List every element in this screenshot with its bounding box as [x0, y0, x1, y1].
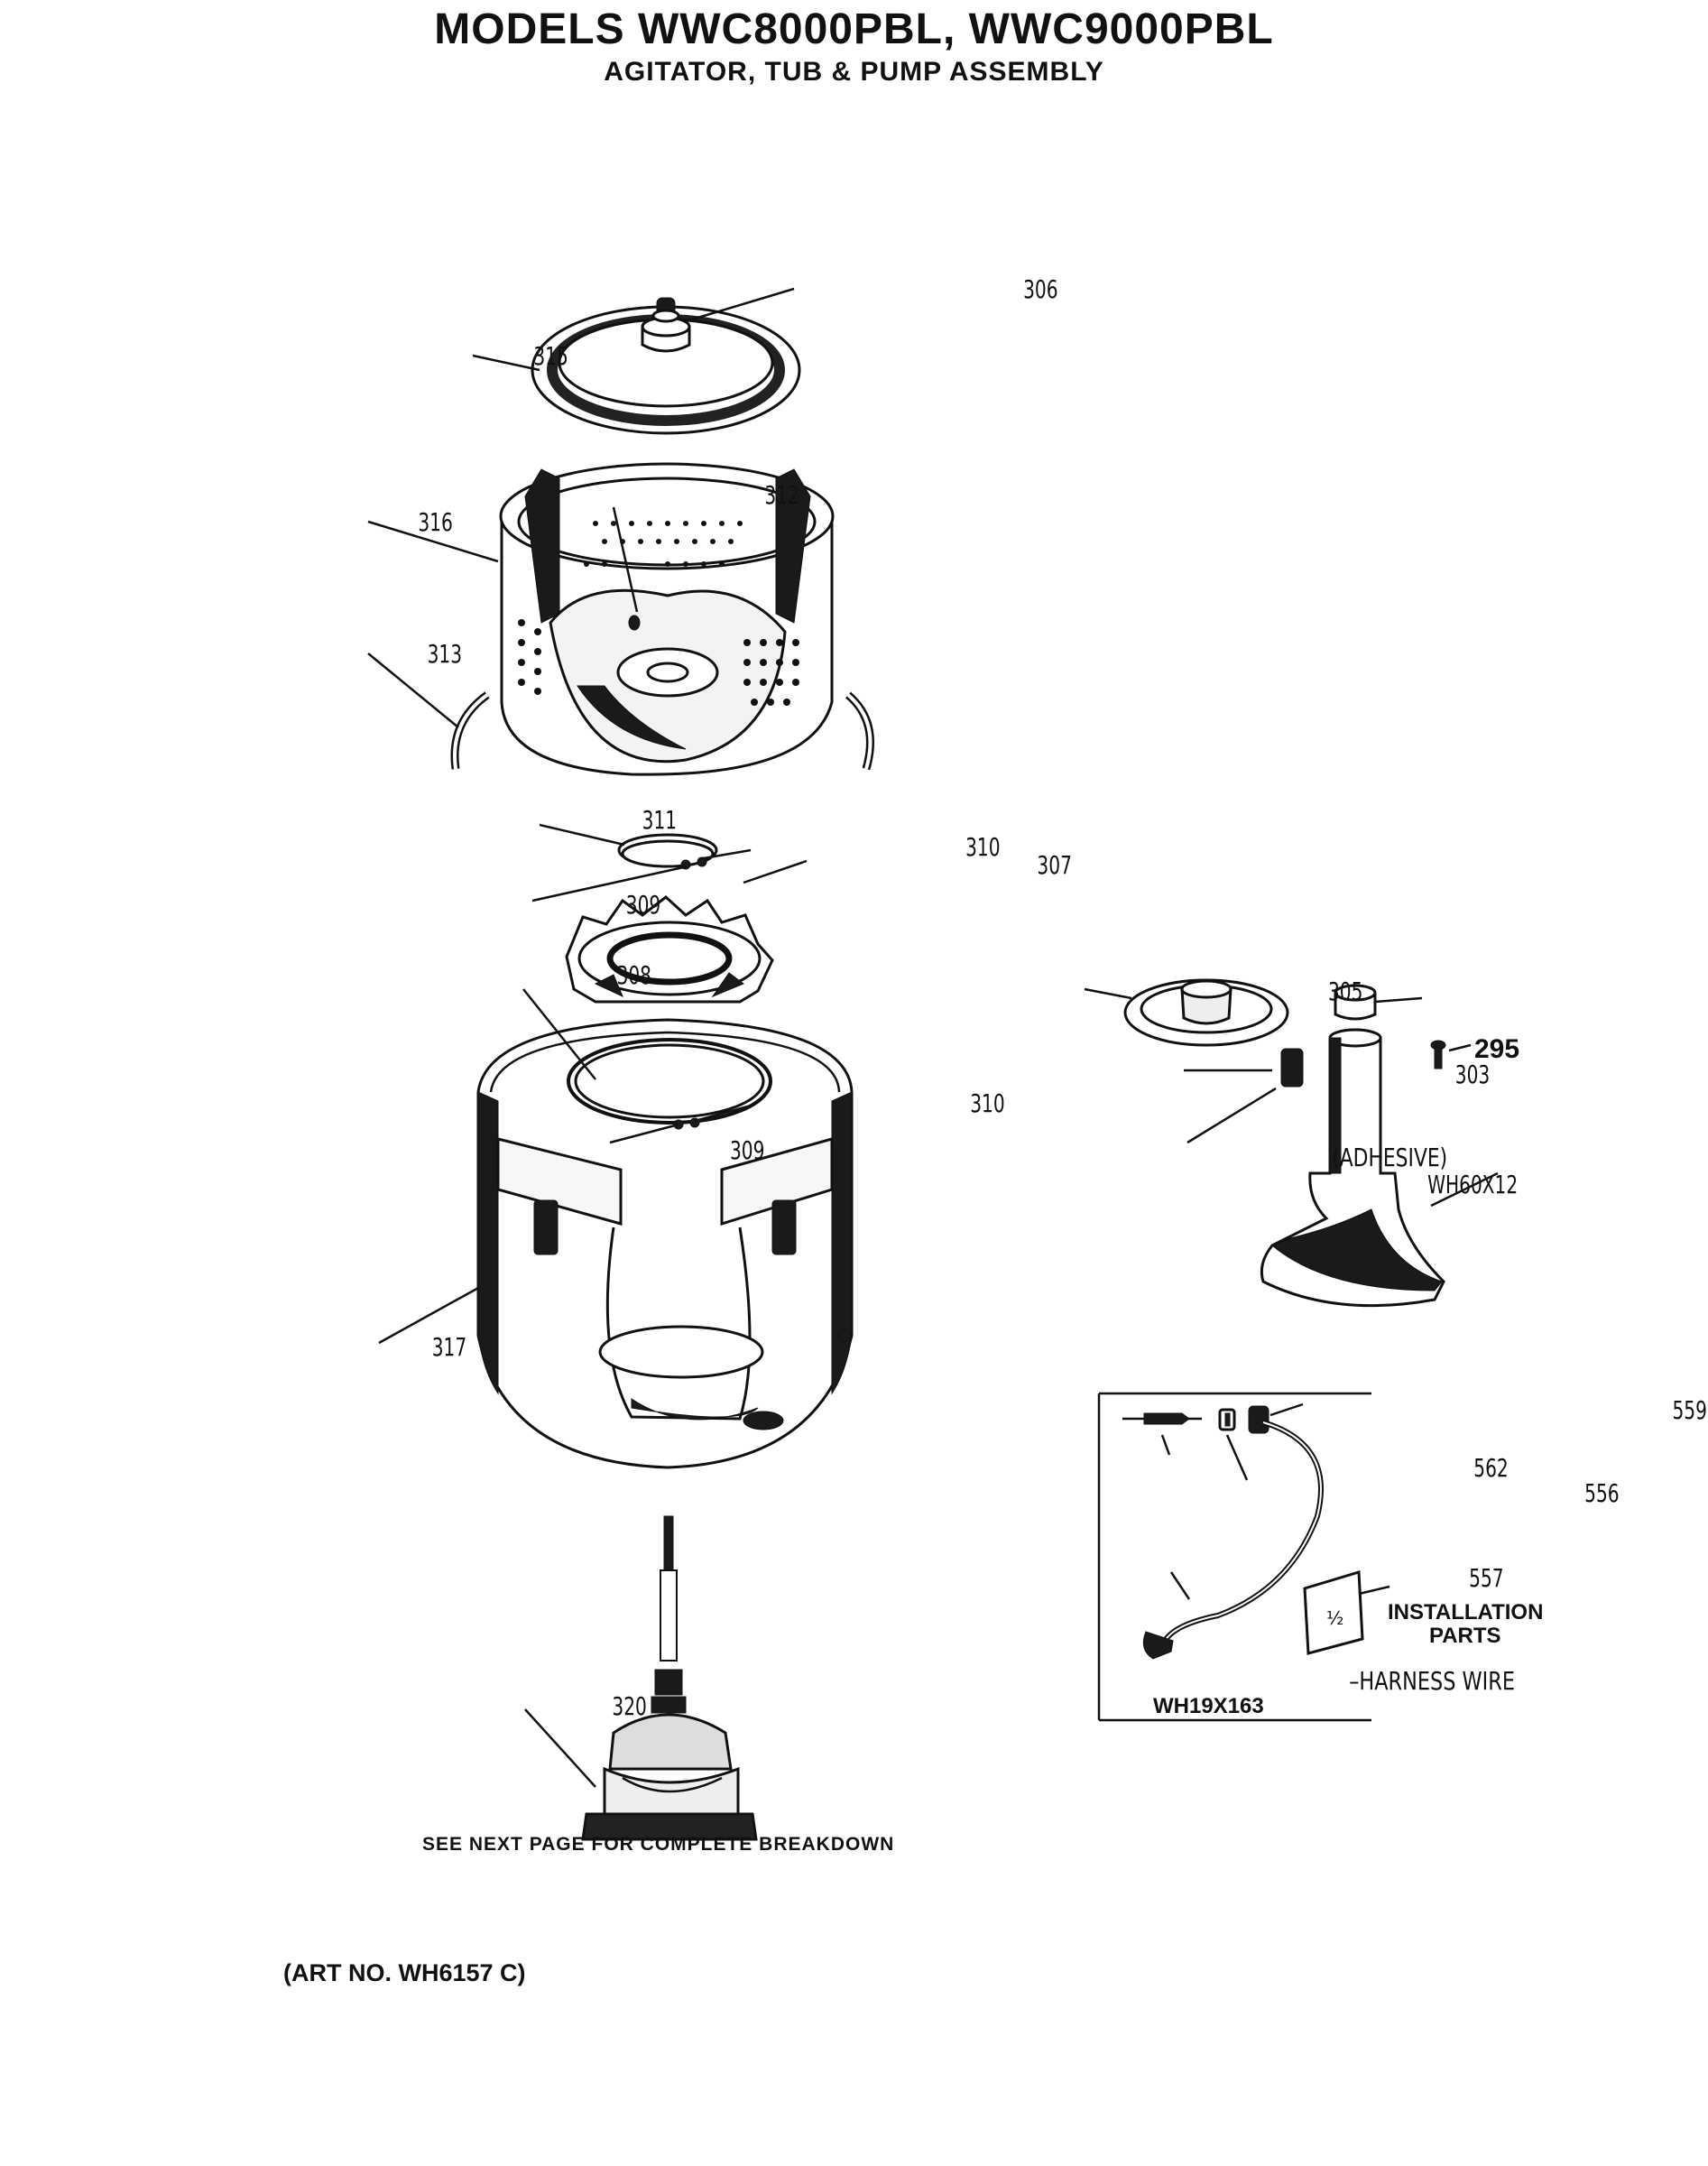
- adhesive-part-number: WH60X12: [1427, 1170, 1518, 1199]
- callout-316: 316: [418, 507, 452, 537]
- packet-icon: ½: [1326, 1607, 1343, 1629]
- fitting-556: [1218, 1408, 1236, 1431]
- callout-557: 557: [1469, 1563, 1503, 1593]
- dogs-303: [1280, 1048, 1304, 1088]
- callout-309-lower: 309: [730, 1135, 764, 1165]
- callout-312: 312: [764, 480, 799, 510]
- cap-333: [1334, 984, 1377, 1021]
- transmission-320: [581, 1515, 758, 1841]
- callout-311: 311: [642, 805, 677, 835]
- screw-295: [1430, 1040, 1446, 1069]
- callout-315: 315: [533, 341, 568, 371]
- installation-parts-box: [1097, 1392, 1371, 1722]
- callout-307: 307: [1037, 850, 1071, 880]
- callout-320: 320: [612, 1691, 646, 1721]
- clamp-ring-311: [617, 833, 718, 870]
- callout-306: 306: [1023, 274, 1057, 304]
- outer-tub-317: [476, 1018, 854, 1469]
- page-subtitle: AGITATOR, TUB & PUMP ASSEMBLY: [604, 57, 1104, 87]
- page-header: MODELS WWC8000PBL, WWC9000PBL AGITATOR, …: [0, 4, 1708, 88]
- installation-parts-label: PARTS: [1429, 1624, 1501, 1648]
- harness-wire-label: –HARNESS WIRE: [1349, 1665, 1515, 1695]
- hose-connector-562: [1122, 1412, 1202, 1425]
- wire-ring-313: [450, 691, 874, 771]
- page-title: MODELS WWC8000PBL, WWC9000PBL: [434, 5, 1274, 53]
- callout-562: 562: [1473, 1453, 1508, 1483]
- art-number: (ART NO. WH6157 C): [283, 1959, 526, 1986]
- callout-559-555: 559,555: [1672, 1395, 1708, 1425]
- callout-310-upper: 310: [965, 832, 1000, 862]
- drain-seal-307: [565, 895, 774, 1004]
- callout-317: 317: [432, 1332, 466, 1362]
- adhesive-label: (ADHESIVE): [1332, 1143, 1447, 1171]
- balance-ring-315: [531, 305, 801, 435]
- callout-313: 313: [428, 639, 462, 669]
- callout-295: 295: [1474, 1034, 1519, 1064]
- seal-ring-308: [567, 1038, 772, 1130]
- harness-wire-part-number: WH19X163: [1153, 1694, 1264, 1718]
- installation-label: INSTALLATION: [1388, 1600, 1543, 1624]
- packet-561: ½: [1303, 1570, 1364, 1655]
- fabric-softener-dispenser-305: [1123, 978, 1289, 1047]
- callout-556: 556: [1584, 1478, 1619, 1508]
- agitator-cap-306: [641, 297, 691, 353]
- callout-310-lower: 310: [970, 1088, 1004, 1118]
- callout-305: 305: [1328, 977, 1362, 1006]
- harness-wire-557: [1142, 1405, 1324, 1660]
- basket-316: [499, 462, 835, 776]
- agitator-300: [1260, 1028, 1445, 1308]
- leader-lines: [367, 287, 1499, 1788]
- callout-309-upper: 309: [626, 890, 660, 920]
- breakdown-note: SEE NEXT PAGE FOR COMPLETE BREAKDOWN: [422, 1834, 894, 1855]
- callout-308: 308: [617, 960, 651, 990]
- callout-303: 303: [1455, 1060, 1490, 1089]
